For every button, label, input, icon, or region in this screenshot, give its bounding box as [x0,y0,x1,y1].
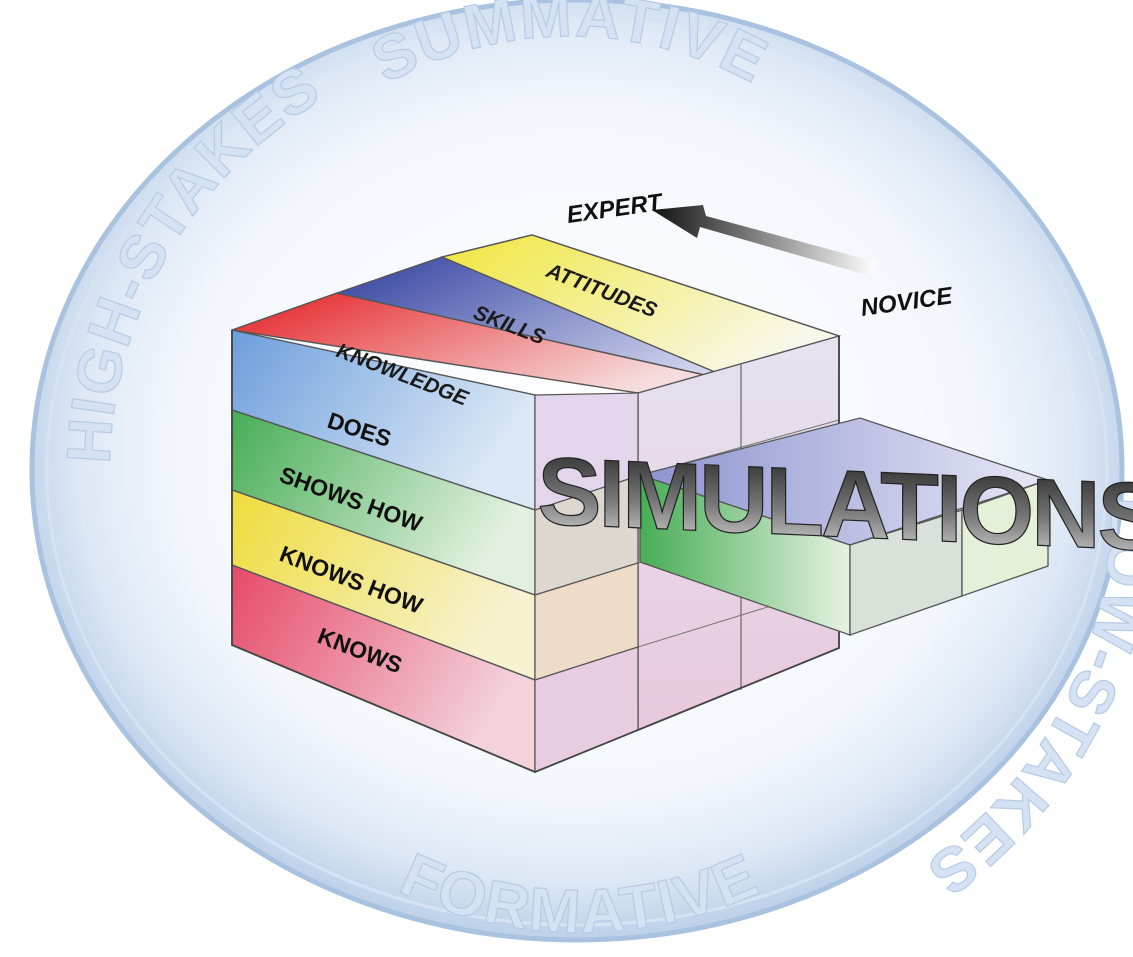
sphere-inner-ring [45,13,1109,927]
novice-to-expert-arrow [652,205,876,276]
